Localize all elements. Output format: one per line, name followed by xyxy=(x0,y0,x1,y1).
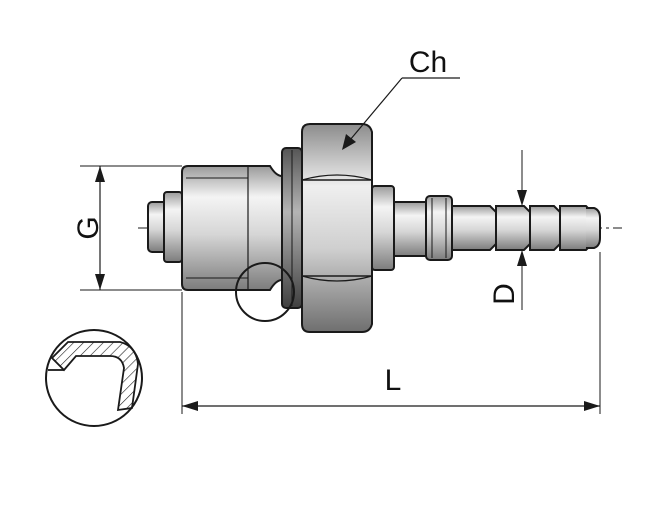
dimension-g-label: G xyxy=(72,216,105,239)
detail-inset xyxy=(45,329,143,427)
hose-tail xyxy=(393,195,601,261)
ch-label: Ch xyxy=(409,46,447,79)
detail-circle xyxy=(235,262,295,322)
dimension-g xyxy=(80,165,182,291)
threaded-body xyxy=(181,165,283,291)
dimension-l-label: L xyxy=(385,364,402,397)
hex-nut xyxy=(301,123,373,333)
ch-leader xyxy=(342,77,460,150)
nut-collar xyxy=(371,185,395,271)
dimension-d-label: D xyxy=(488,283,521,305)
front-spigot xyxy=(147,191,183,263)
dimension-d xyxy=(517,150,527,310)
dimension-l xyxy=(181,252,601,414)
